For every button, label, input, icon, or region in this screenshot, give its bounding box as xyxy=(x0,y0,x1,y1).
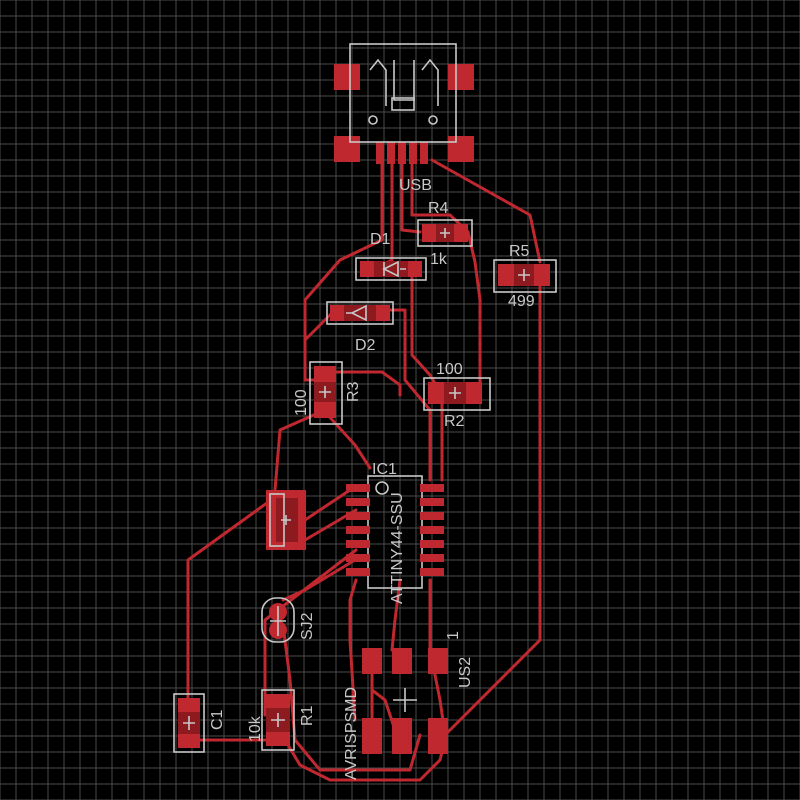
resistor-r2: 100 R2 xyxy=(423,361,491,430)
usb-label: USB xyxy=(399,177,432,194)
ic1-pin-right xyxy=(420,526,444,534)
diode-d2: D2 xyxy=(326,301,394,354)
resistor-r5: R5 499 xyxy=(493,243,557,310)
d2-label: D2 xyxy=(355,337,376,354)
r2-label: R2 xyxy=(444,413,465,430)
avrispsmd-label: AVRISPSMD xyxy=(343,687,360,780)
r3-value: 100 xyxy=(293,389,310,416)
ic1-pin-left xyxy=(346,568,370,576)
capacitor-pad xyxy=(266,490,306,550)
r5-label: R5 xyxy=(509,243,530,260)
resistor-r3: R3 100 xyxy=(293,361,362,425)
r4-label: R4 xyxy=(428,200,449,217)
usb-connector: USB xyxy=(334,43,474,194)
ic1-pin-left xyxy=(346,498,370,506)
r3-label: R3 xyxy=(345,381,362,402)
ic1-pin-left xyxy=(346,554,370,562)
pin1-label: 1 xyxy=(445,631,462,640)
us2-label: US2 xyxy=(457,657,474,688)
avrisp-header: AVRISPSMD US2 1 xyxy=(343,631,474,780)
capacitor-c1: C1 xyxy=(173,693,226,753)
r1-label: R1 xyxy=(299,705,316,726)
ic1-value: ATTINY44-SSU xyxy=(389,492,406,604)
ic1-pin-left xyxy=(346,526,370,534)
d1-label: D1 xyxy=(370,231,391,248)
ic1-pin-right xyxy=(420,554,444,562)
ic1-pin-right xyxy=(420,512,444,520)
ic1-pin-right xyxy=(420,568,444,576)
r4-value: 1k xyxy=(430,251,448,268)
resistor-r4: R4 1k xyxy=(417,200,473,268)
ic1-label: IC1 xyxy=(372,461,397,478)
c1-label: C1 xyxy=(209,709,226,730)
ic1-attiny44: IC1 ATTINY44-SSU xyxy=(346,461,444,604)
r1-value: 10k xyxy=(247,715,264,742)
ic1-pin-right xyxy=(420,484,444,492)
sj2-label: SJ2 xyxy=(299,612,316,640)
traces xyxy=(186,158,542,782)
ic1-pin-left xyxy=(346,484,370,492)
ic1-pin-right xyxy=(420,540,444,548)
r5-value: 499 xyxy=(508,293,535,310)
r2-value: 100 xyxy=(436,361,463,378)
resistor-r1: R1 10k xyxy=(247,689,316,751)
diode-d1: D1 xyxy=(355,231,427,281)
jumper-sj2: SJ2 xyxy=(261,597,316,643)
ic1-pin-left xyxy=(346,512,370,520)
ic1-pin-right xyxy=(420,498,444,506)
ic1-pin-left xyxy=(346,540,370,548)
